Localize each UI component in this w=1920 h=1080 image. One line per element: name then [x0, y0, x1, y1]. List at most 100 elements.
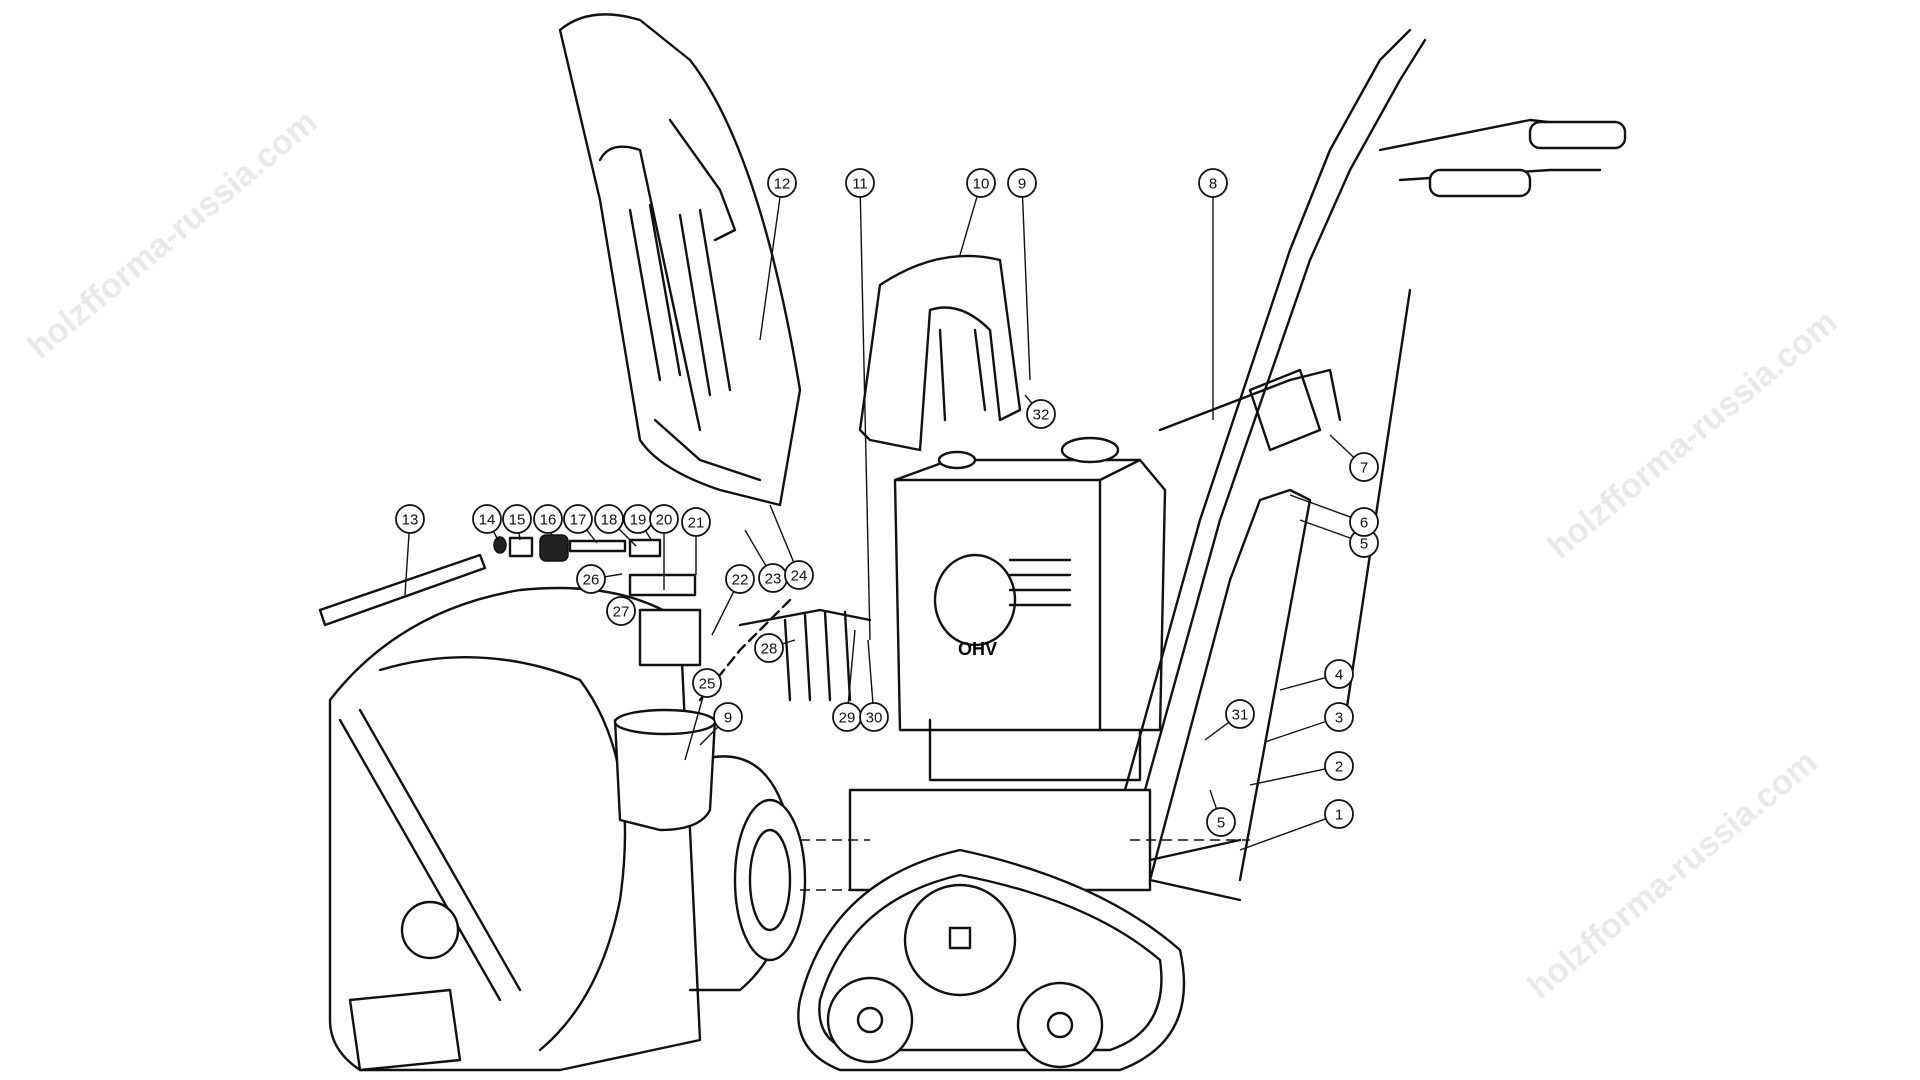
callout-circle	[1349, 452, 1379, 482]
callout-number: 18	[601, 512, 618, 529]
leader-line	[1239, 818, 1327, 851]
handle-assembly	[1098, 28, 1627, 882]
callout-number: 9	[1018, 176, 1026, 193]
callout-number: 5	[1217, 815, 1225, 832]
callout-circle	[472, 504, 502, 534]
callout-28: 28	[754, 633, 796, 663]
callout-number: 7	[1360, 460, 1368, 477]
callout-circle	[692, 668, 722, 698]
belt-cover	[858, 254, 1022, 452]
leader-line	[586, 529, 598, 544]
callout-number: 20	[656, 512, 673, 529]
leader-line	[782, 639, 796, 645]
leader-line	[644, 530, 653, 542]
callout-8: 8	[1198, 168, 1228, 420]
callout-number: 19	[630, 512, 647, 529]
callout-32: 32	[1024, 394, 1056, 429]
callout-circle	[845, 168, 875, 198]
callout-number: 25	[699, 676, 716, 693]
callout-number: 23	[765, 571, 782, 588]
shaft-parts	[318, 534, 872, 702]
callout-5: 5	[1206, 789, 1236, 837]
callout-number: 29	[839, 710, 856, 727]
callout-12: 12	[759, 168, 797, 341]
callout-circle	[395, 504, 425, 534]
callout-15: 15	[502, 504, 532, 541]
callout-24: 24	[769, 504, 814, 590]
callout-30: 30	[859, 639, 889, 732]
chute-assembly	[558, 13, 802, 507]
callout-circle	[859, 702, 889, 732]
callout-2: 2	[1249, 751, 1354, 786]
callout-3: 3	[1264, 702, 1354, 743]
callout-circle	[1206, 807, 1236, 837]
callout-26: 26	[576, 564, 623, 594]
callout-19: 19	[623, 504, 653, 542]
callout-number: 13	[402, 512, 419, 529]
callout-circle	[767, 168, 797, 198]
leader-line	[744, 529, 767, 567]
leader-line	[1279, 676, 1326, 691]
leader-line	[404, 532, 410, 596]
callout-16: 16	[533, 504, 563, 537]
leader-line	[867, 639, 874, 704]
callout-circle	[784, 560, 814, 590]
engine: OHV	[893, 436, 1167, 782]
callout-number: 10	[973, 176, 990, 193]
callout-14: 14	[472, 504, 502, 541]
callout-circle	[725, 564, 755, 594]
callout-number: 17	[570, 512, 587, 529]
engine-badge: OHV	[958, 639, 997, 659]
leader-line	[1209, 789, 1218, 809]
leader-line	[759, 196, 781, 341]
callout-number: 16	[540, 512, 557, 529]
leader-line	[711, 591, 735, 636]
callout-number: 11	[852, 176, 868, 193]
callout-circle	[1026, 399, 1056, 429]
auger-housing	[328, 586, 807, 1072]
callout-7: 7	[1329, 434, 1379, 482]
callout-1: 1	[1239, 799, 1354, 851]
callout-circle	[563, 504, 593, 534]
callout-circle	[1349, 507, 1379, 537]
callout-circle	[533, 504, 563, 534]
callout-10: 10	[959, 168, 996, 256]
leader-line	[1021, 196, 1031, 381]
callout-31: 31	[1204, 699, 1255, 741]
leader-line	[1249, 768, 1326, 786]
watermark-text: holzfforma-russia.com	[1521, 743, 1825, 1006]
callout-21: 21	[681, 507, 711, 575]
assembly-line	[800, 839, 1250, 891]
callout-number: 2	[1335, 759, 1343, 776]
leader-line	[847, 629, 856, 704]
callout-number: 32	[1033, 407, 1050, 424]
callout-number: 12	[774, 176, 791, 193]
callout-number: 27	[613, 604, 630, 621]
callout-9: 9	[699, 702, 743, 746]
callout-11: 11	[845, 168, 875, 641]
watermark-text: holzfforma-russia.com	[1541, 303, 1845, 566]
callout-number: 4	[1335, 667, 1343, 684]
callout-number: 15	[509, 512, 526, 529]
callout-number: 5	[1360, 536, 1368, 553]
callout-circle	[594, 504, 624, 534]
leader-line	[1264, 720, 1326, 743]
watermark-text: holzfforma-russia.com	[21, 103, 325, 366]
leader-line	[1329, 434, 1355, 458]
callout-circle	[1324, 702, 1354, 732]
callout-number: 3	[1335, 710, 1343, 727]
callout-number: 6	[1360, 515, 1368, 532]
callout-number: 22	[732, 572, 749, 589]
callout-circle	[1225, 699, 1255, 729]
callout-9: 9	[1007, 168, 1037, 381]
leader-line	[604, 573, 623, 578]
callout-number: 24	[791, 568, 808, 585]
callout-circle	[754, 633, 784, 663]
callout-17: 17	[563, 504, 598, 544]
callout-number: 8	[1209, 176, 1217, 193]
callout-circle	[1198, 168, 1228, 198]
leader-line	[1299, 519, 1352, 539]
callout-23: 23	[744, 529, 788, 593]
callout-number: 1	[1335, 807, 1343, 824]
